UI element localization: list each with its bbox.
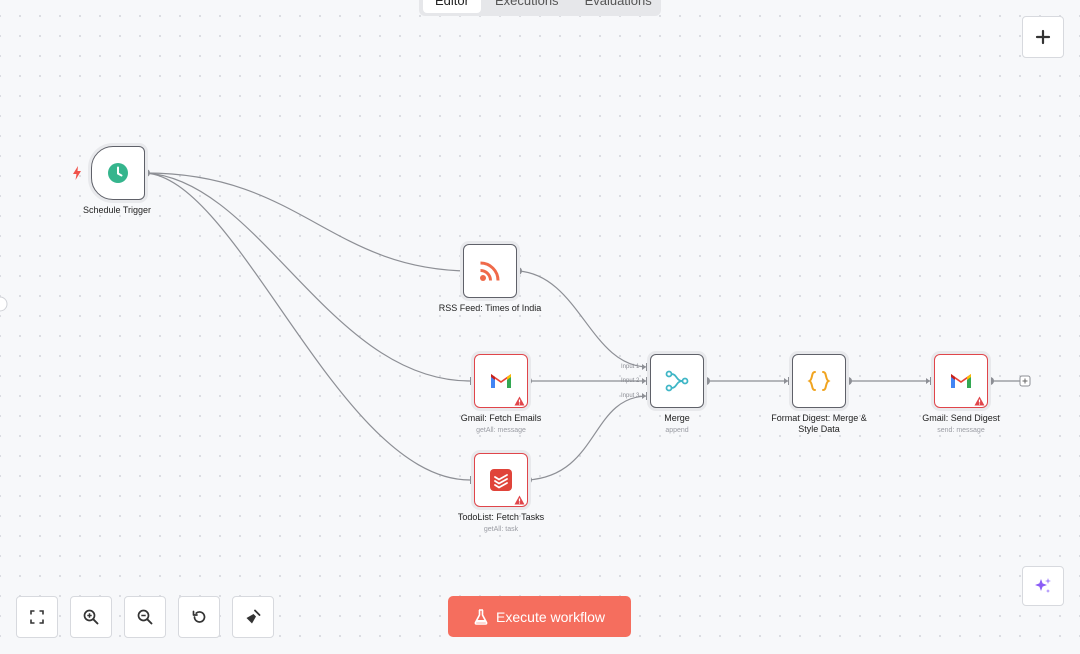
broom-icon (246, 609, 261, 624)
tab-evaluations[interactable]: Evaluations (584, 0, 652, 8)
tidy-up-button[interactable] (232, 596, 274, 638)
add-next-node-icon (1019, 375, 1031, 387)
sparkles-icon (1035, 578, 1051, 593)
zoom-out-button[interactable] (124, 596, 166, 638)
node-title: Schedule Trigger (82, 205, 152, 215)
node-title: TodoList: Fetch Tasks (457, 512, 545, 522)
node-title-line: Format Digest: Merge & (771, 413, 867, 423)
clock-icon (108, 163, 128, 183)
zoom-in-icon (83, 609, 99, 625)
merge-icon (665, 370, 689, 392)
input-handle (788, 377, 791, 385)
input-handle (460, 267, 463, 275)
node-subtitle: getAll: task (483, 526, 519, 533)
node-title: Gmail: Fetch Emails (460, 413, 542, 423)
connection-trigger-rss (145, 172, 471, 272)
node-subtitle: getAll: message (476, 427, 526, 434)
input-handle (646, 377, 649, 385)
trigger-bolt-icon (73, 166, 81, 180)
execute-workflow-button[interactable]: Execute workflow (448, 596, 631, 637)
ai-assistant-button[interactable] (1022, 566, 1064, 606)
merge-input-label: Input 3 (621, 393, 640, 399)
node-subtitle: append (665, 427, 689, 434)
fit-view-button[interactable] (16, 596, 58, 638)
connection-trigger-gmail (145, 172, 471, 382)
merge-input-label: Input 2 (621, 378, 640, 384)
node-format-digest[interactable] (792, 354, 846, 408)
gmail-icon (951, 374, 971, 388)
rss-icon (480, 261, 500, 281)
zoom-out-icon (137, 609, 153, 625)
input-handle (646, 392, 649, 400)
flask-icon (474, 608, 488, 625)
connection-trigger-todolist (145, 172, 471, 481)
node-subtitle: send: message (937, 427, 985, 434)
warning-icon (514, 495, 525, 505)
execute-workflow-label: Execute workflow (496, 608, 605, 625)
collapse-panel-handle (0, 296, 8, 312)
node-title: Gmail: Send Digest (922, 413, 1000, 423)
node-title: Format Digest: Merge & Style Data (744, 413, 894, 435)
node-merge[interactable] (650, 354, 704, 408)
node-todolist-fetch-tasks[interactable] (474, 453, 528, 507)
fit-view-icon (30, 610, 44, 624)
node-title-line: Style Data (798, 424, 840, 434)
code-braces-icon (807, 371, 831, 391)
node-rss-feed[interactable] (463, 244, 517, 298)
gmail-icon (491, 374, 511, 388)
input-handle (470, 476, 473, 484)
node-title: RSS Feed: Times of India (438, 303, 542, 313)
warning-icon (974, 396, 985, 406)
output-handle (702, 377, 710, 385)
warning-icon (514, 396, 525, 406)
node-title: Merge (664, 413, 690, 423)
output-handle (844, 377, 852, 385)
zoom-in-button[interactable] (70, 596, 112, 638)
reset-zoom-button[interactable] (178, 596, 220, 638)
node-schedule-trigger[interactable] (91, 146, 145, 200)
input-handle (470, 377, 473, 385)
plus-icon (1035, 29, 1051, 45)
undo-icon (192, 610, 206, 623)
input-handle (930, 377, 933, 385)
node-gmail-send-digest[interactable] (934, 354, 988, 408)
connection-todolist-merge (527, 395, 649, 481)
tab-editor[interactable]: Editor (423, 0, 481, 13)
connection-rss-merge (517, 270, 649, 368)
view-tabs: Editor Executions Evaluations (419, 0, 661, 16)
input-handle (646, 363, 649, 371)
node-gmail-fetch-emails[interactable] (474, 354, 528, 408)
add-node-button[interactable] (1022, 16, 1064, 58)
output-handle (986, 377, 994, 385)
tab-executions[interactable]: Executions (494, 0, 559, 8)
todoist-icon (490, 469, 512, 491)
merge-input-label: Input 1 (621, 364, 640, 370)
